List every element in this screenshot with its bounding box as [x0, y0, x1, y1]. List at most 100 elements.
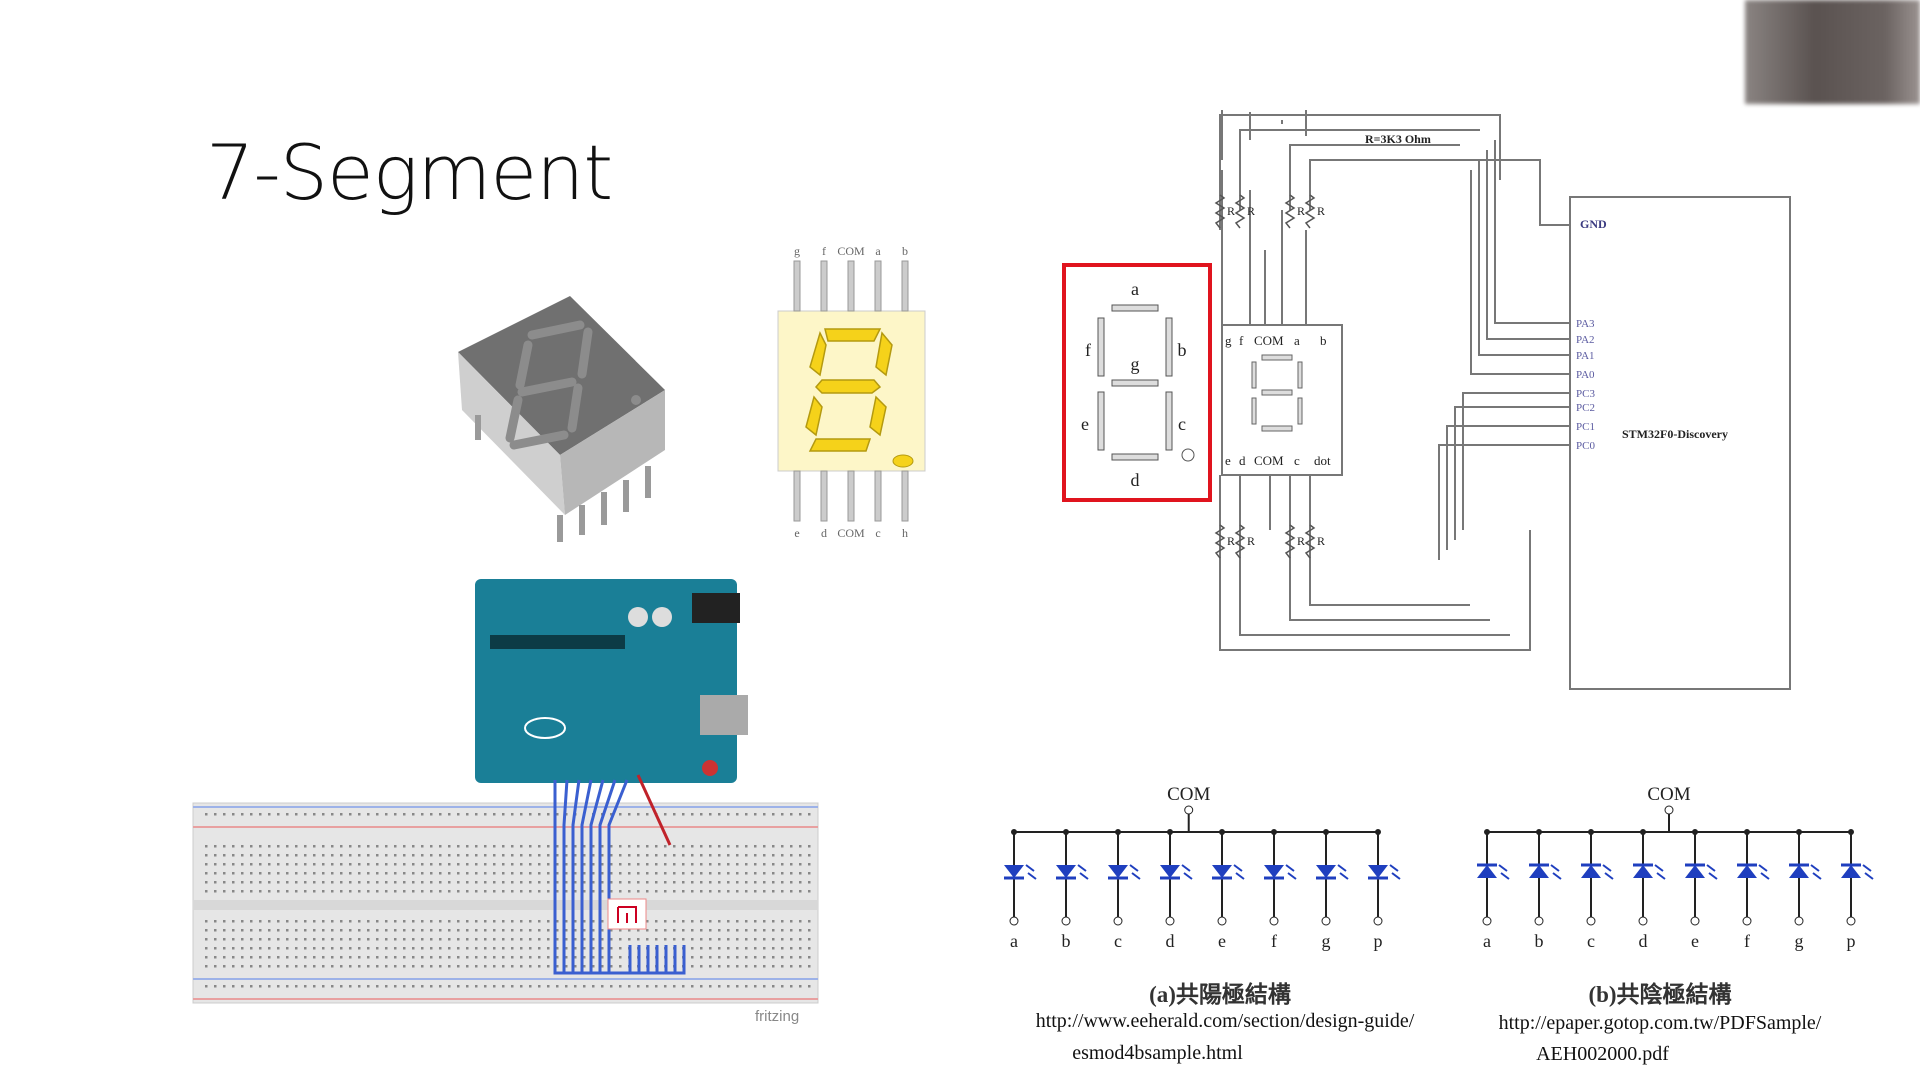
led-terminal	[1482, 916, 1492, 926]
display-pin-bottom: d	[1239, 453, 1246, 468]
segment-label-d: d	[1131, 470, 1140, 490]
jumper-wire	[589, 779, 668, 975]
resistor-label: R	[1247, 204, 1255, 218]
resistor-symbol	[1234, 524, 1246, 559]
light-emission-icon	[1602, 864, 1614, 880]
led-label: p	[1374, 931, 1383, 951]
led-icon	[1685, 865, 1705, 878]
light-emission-icon	[1337, 864, 1349, 880]
led-icon	[1316, 865, 1336, 878]
segment-label-e: e	[1081, 414, 1089, 434]
arduino-breadboard-wiring	[192, 579, 819, 1004]
common-cathode-caption: (b)共陰極結構	[1588, 982, 1732, 1007]
light-emission-icon	[1706, 864, 1718, 880]
led-terminal	[1269, 916, 1279, 926]
light-emission-icon	[1025, 864, 1037, 880]
wire	[1309, 159, 1570, 226]
led-label: g	[1795, 931, 1804, 951]
resistor-label: R	[1317, 204, 1325, 218]
led-label: e	[1218, 931, 1226, 951]
jumper-wire	[571, 779, 650, 975]
pin	[820, 470, 828, 522]
resistor-symbol	[1214, 524, 1226, 559]
led-icon	[1056, 865, 1076, 878]
mcu-pin-label: PA1	[1576, 350, 1595, 362]
pin-label-bottom: c	[875, 526, 880, 540]
led-label: b	[1535, 931, 1544, 951]
pin-label-top: a	[875, 244, 881, 258]
common-anode-url-line2: esmod4bsample.html	[1072, 1042, 1243, 1064]
led-terminal	[1009, 916, 1019, 926]
mcu-pin-label: PC2	[1576, 402, 1595, 414]
pin-label-bottom: e	[794, 526, 799, 540]
jumper-wire	[562, 779, 641, 975]
wire	[1478, 160, 1570, 356]
mcu-pin-label: PC0	[1576, 440, 1595, 452]
led-terminal	[1373, 916, 1383, 926]
jumper-wire	[553, 780, 632, 975]
led-label: d	[1639, 931, 1648, 951]
light-emission-icon	[1498, 864, 1510, 880]
led-label: f	[1744, 931, 1750, 951]
wire	[1462, 392, 1570, 530]
pin-label-top: b	[902, 244, 908, 258]
mcu-pin-label: PC1	[1576, 421, 1595, 433]
wire	[1289, 475, 1490, 621]
wire	[1309, 475, 1470, 606]
led-terminal	[1586, 916, 1596, 926]
led-label: p	[1847, 931, 1856, 951]
pin-label-top: g	[794, 244, 800, 258]
light-emission-icon	[1810, 864, 1822, 880]
led-label: a	[1483, 931, 1491, 951]
resistor-symbol	[1214, 194, 1226, 229]
light-emission-icon	[1550, 864, 1562, 880]
display-pin-bottom: e	[1225, 453, 1231, 468]
light-emission-icon	[1862, 864, 1874, 880]
led-icon	[1477, 865, 1497, 878]
led-icon	[1789, 865, 1809, 878]
light-emission-icon	[1654, 864, 1666, 880]
led-icon	[1108, 865, 1128, 878]
led-terminal	[1217, 916, 1227, 926]
resistor-symbol	[1304, 524, 1316, 559]
jumper-wire	[607, 779, 686, 975]
wire	[1219, 475, 1531, 651]
led-label: c	[1587, 931, 1595, 951]
jumper-wire	[598, 779, 677, 975]
wire	[1446, 425, 1570, 550]
mcu-pin-label: PA2	[1576, 334, 1595, 346]
display-pin-top: COM	[1254, 333, 1284, 348]
pin	[847, 260, 855, 312]
led-icon	[1004, 865, 1024, 878]
mcu-pin-label: PA0	[1576, 369, 1595, 381]
light-emission-icon	[1077, 864, 1089, 880]
pin	[793, 260, 801, 312]
led-terminal	[1165, 916, 1175, 926]
pin-label-bottom: d	[821, 526, 827, 540]
led-label: f	[1271, 931, 1277, 951]
led-icon	[1160, 865, 1180, 878]
slide-title: 7-Segment	[206, 128, 613, 217]
resistor-symbol	[1234, 194, 1246, 229]
display-pin-bottom: COM	[1254, 453, 1284, 468]
presenter-video-thumbnail	[1745, 0, 1920, 104]
light-emission-icon	[1233, 864, 1245, 880]
led-label: d	[1166, 931, 1175, 951]
segment-label-b: b	[1178, 340, 1187, 360]
light-emission-icon	[1285, 864, 1297, 880]
seven-segment-3d-image	[458, 296, 665, 542]
display-pin-top: b	[1320, 333, 1327, 348]
common-anode-url-line1: http://www.eeherald.com/section/design-g…	[1035, 1010, 1415, 1032]
common-cathode-url-line1: http://epaper.gotop.com.tw/PDFSample/	[1498, 1012, 1822, 1034]
pin	[820, 260, 828, 312]
pin	[847, 470, 855, 522]
resistor-label: R	[1227, 534, 1235, 548]
com-terminal	[1184, 805, 1194, 815]
common-cathode-url-line2: AEH002000.pdf	[1536, 1043, 1669, 1065]
wire	[1289, 144, 1460, 210]
light-emission-icon	[1758, 864, 1770, 880]
led-icon	[1264, 865, 1284, 878]
wire	[1438, 444, 1570, 560]
